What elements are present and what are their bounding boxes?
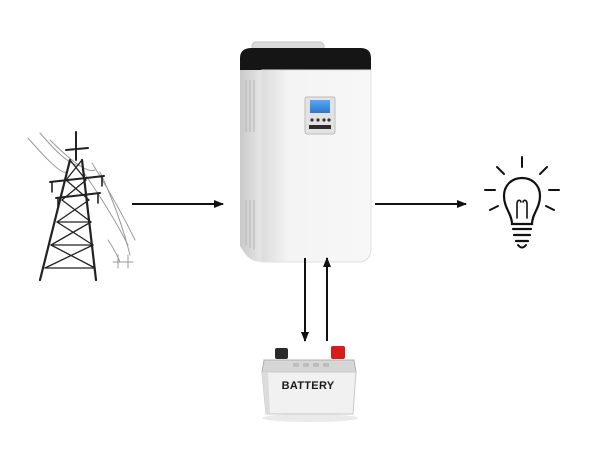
- inverter-display: [310, 100, 330, 113]
- power-pylon-icon: [27, 131, 136, 282]
- inverter-buttons: [309, 118, 331, 129]
- battery-label: BATTERY: [281, 380, 335, 392]
- solar-inverter-icon: [240, 41, 372, 263]
- battery-negative-terminal: [275, 348, 288, 359]
- flow-arrows: [132, 200, 467, 342]
- light-bulb-icon: [484, 156, 560, 249]
- battery-positive-terminal: [331, 346, 345, 359]
- battery-icon: [261, 346, 358, 422]
